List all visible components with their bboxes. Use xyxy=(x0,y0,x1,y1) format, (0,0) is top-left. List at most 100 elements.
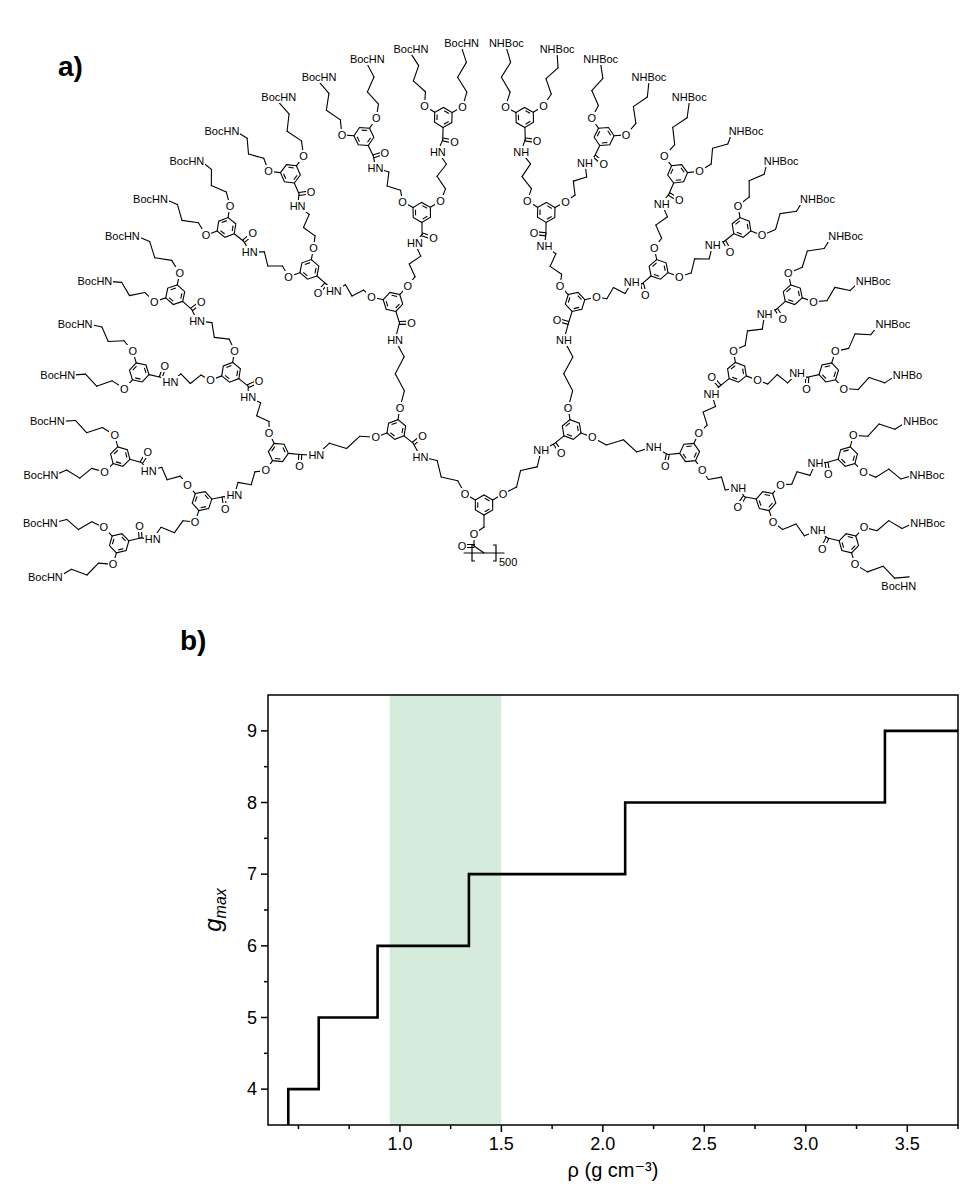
end-group-label: NHBoc xyxy=(909,517,946,529)
ring-double-bond xyxy=(578,296,582,300)
bond-line xyxy=(656,225,662,238)
bond-line xyxy=(623,440,636,452)
ring-double-bond xyxy=(737,232,742,234)
ring-double-bond xyxy=(732,377,737,379)
ring-double-bond xyxy=(357,137,359,142)
atom-label: O xyxy=(838,383,849,395)
atom-label: NH xyxy=(532,444,550,456)
end-group-label: NHBoc xyxy=(902,415,939,427)
bond-line xyxy=(876,469,889,477)
ring-double-bond xyxy=(122,537,126,541)
bond-line xyxy=(319,82,329,93)
bond-line xyxy=(87,563,99,575)
bond-line xyxy=(550,254,556,267)
axis-tick xyxy=(261,1017,268,1019)
atom-label: O xyxy=(725,246,736,258)
bond-line xyxy=(703,407,715,413)
axis-tick xyxy=(501,1125,503,1132)
ring-double-bond xyxy=(798,291,799,296)
atom-label: O xyxy=(757,229,768,241)
atom-label: O xyxy=(529,227,540,239)
benzene-ring xyxy=(280,165,300,183)
bond-line xyxy=(695,258,710,259)
axis-tick xyxy=(704,1125,706,1132)
atom-label: NH xyxy=(576,157,594,169)
bond-line xyxy=(613,287,625,293)
atom-label: O xyxy=(403,280,414,292)
atom-label: O xyxy=(555,280,566,292)
bond-line xyxy=(238,482,251,484)
benzene-ring xyxy=(129,363,149,382)
repeat-count: 500 xyxy=(498,556,518,568)
atom-label: O xyxy=(247,227,258,239)
ring-double-bond xyxy=(171,288,176,290)
ring-double-bond xyxy=(759,500,761,505)
atom-label: O xyxy=(556,447,567,459)
bond-line xyxy=(458,77,467,92)
bond-line xyxy=(458,62,467,77)
bond-line xyxy=(522,177,531,189)
bond-line xyxy=(395,357,404,374)
ring-double-bond xyxy=(288,167,293,169)
bond-line xyxy=(792,472,797,485)
end-group-label: NHBoc xyxy=(488,37,525,49)
atom-label: O xyxy=(160,360,171,372)
atom-label: NH xyxy=(704,239,722,251)
ring-double-bond xyxy=(608,131,611,136)
atom-label: O xyxy=(457,101,468,113)
atom-label: O xyxy=(500,101,511,113)
bond-line xyxy=(855,333,871,335)
benzene-ring xyxy=(756,492,776,511)
bond-line xyxy=(257,416,269,422)
bond-line xyxy=(249,154,264,158)
atom-label: O xyxy=(563,402,574,414)
bond-line xyxy=(155,258,172,261)
end-group-label: BocHN xyxy=(880,580,917,592)
benzene-ring xyxy=(268,443,288,461)
end-group-label: NHBoc xyxy=(631,71,668,83)
atom-label: O xyxy=(263,165,274,177)
bond-line xyxy=(80,468,92,478)
atom-label: O xyxy=(775,479,786,491)
benzene-ring xyxy=(300,260,319,280)
bond-line xyxy=(367,92,378,104)
bond-line xyxy=(239,379,248,387)
ring-double-bond xyxy=(401,428,403,433)
axis-tick xyxy=(551,1125,553,1129)
benzene-ring xyxy=(192,492,212,511)
ring-double-bond xyxy=(386,301,388,306)
ring-double-bond xyxy=(654,274,659,276)
bond-line xyxy=(462,48,467,63)
atom-label: O xyxy=(264,427,275,439)
axis-tick xyxy=(602,1125,604,1132)
ring-double-bond xyxy=(283,447,285,452)
axis-tick xyxy=(399,1125,401,1132)
ring-double-bond xyxy=(232,226,234,231)
bond-line xyxy=(546,68,558,79)
axis-symbol: g xyxy=(199,918,226,931)
atom-label: O xyxy=(143,446,154,458)
bond-line xyxy=(71,569,87,575)
ring-double-bond xyxy=(390,433,394,436)
atom-label: O xyxy=(640,289,651,301)
bond-line xyxy=(387,186,400,190)
ring-double-bond xyxy=(236,371,238,376)
atom-label: HN xyxy=(307,449,325,461)
bond-line xyxy=(78,522,91,530)
bond-line xyxy=(889,469,901,479)
ring-double-bond xyxy=(392,295,397,296)
bond-line xyxy=(67,519,79,529)
bond-line xyxy=(776,214,781,230)
atom-label: O xyxy=(469,528,480,540)
benzene-ring xyxy=(565,292,585,311)
benzene-ring xyxy=(537,202,554,222)
atom-label: NH xyxy=(555,334,573,346)
atom-label: O xyxy=(417,430,428,442)
benzene-ring xyxy=(217,218,236,238)
atom-label: NH xyxy=(653,198,671,210)
atom-label: O xyxy=(694,427,705,439)
bond-line xyxy=(190,375,200,383)
ring-double-bond xyxy=(368,138,371,143)
axis-tick xyxy=(264,838,268,840)
